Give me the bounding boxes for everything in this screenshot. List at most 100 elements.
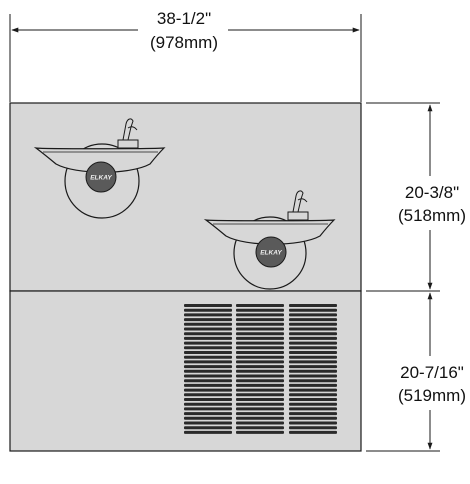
grille-slat (289, 332, 337, 336)
grille-slat (184, 327, 232, 331)
grille-slat (236, 393, 284, 397)
grille-slat (236, 308, 284, 312)
grille-slat (289, 412, 337, 416)
high-elkay-logo-icon (85, 161, 117, 193)
low-logo-text: ELKAY (260, 250, 282, 257)
grille-slat (289, 369, 337, 373)
grille-slat (184, 365, 232, 369)
grille-slat (289, 318, 337, 322)
grille-slat (184, 402, 232, 406)
low-fountain: ELKAY (203, 190, 336, 290)
grille-slat (289, 322, 337, 326)
grille-slat (184, 318, 232, 322)
grille-slat (184, 379, 232, 383)
grille-slat (184, 369, 232, 373)
grille-slat (289, 308, 337, 312)
grille-slat (184, 407, 232, 411)
grille-slat (236, 351, 284, 354)
grille-slat (184, 308, 232, 312)
low-elkay-logo-icon (255, 236, 287, 268)
low-bubbler (287, 190, 309, 221)
lower-height-metric-label: (519mm) (398, 386, 466, 405)
grille-slat (289, 346, 337, 350)
grille-slat (289, 402, 337, 406)
lower-height-imperial-label: 20-7/16" (400, 363, 464, 382)
grille-slat (289, 398, 337, 401)
grille-column (236, 304, 284, 434)
grille-slat (184, 388, 232, 392)
grille-slat (289, 421, 337, 425)
grille-slat (236, 379, 284, 383)
grille-slat (289, 383, 337, 387)
grille-slat (236, 412, 284, 416)
grille-slat (289, 327, 337, 331)
grille-slat (236, 332, 284, 336)
grille-slat (184, 355, 232, 359)
grille-slat (289, 393, 337, 397)
grille-slat (289, 426, 337, 430)
grille-slat (236, 318, 284, 322)
grille-slat (289, 388, 337, 392)
grille-slat (184, 412, 232, 416)
grille-slat (236, 360, 284, 364)
grille-slat (184, 313, 232, 317)
grille-slat (184, 360, 232, 364)
grille-slat (236, 374, 284, 378)
grille-slat (289, 365, 337, 369)
grille-slat (236, 365, 284, 369)
grille-slat (184, 322, 232, 326)
grille-slat (236, 407, 284, 411)
grille-slat (289, 355, 337, 359)
grille-slat (289, 379, 337, 383)
grille-slat (184, 304, 232, 307)
upper-height-metric-label: (518mm) (398, 206, 466, 225)
grille-slat (289, 407, 337, 411)
grille-slat (236, 355, 284, 359)
grille-slat (184, 336, 232, 340)
grille-slat (236, 369, 284, 373)
high-logo-text: ELKAY (90, 175, 112, 182)
width-metric-label: (978mm) (150, 33, 218, 52)
grille-column (289, 304, 337, 434)
grille-slat (289, 430, 337, 434)
grille-slat (184, 398, 232, 401)
grille-slat (184, 346, 232, 350)
grille-slat (184, 351, 232, 354)
grille-slat (184, 393, 232, 397)
grille-slat (184, 416, 232, 420)
high-basin (33, 147, 166, 173)
grille-slat (236, 416, 284, 420)
grille-slat (184, 332, 232, 336)
grille-slat (236, 426, 284, 430)
grille-slat (184, 383, 232, 387)
grille-slat (184, 430, 232, 434)
grille-slat (236, 421, 284, 425)
grille-slat (289, 416, 337, 420)
width-imperial-label: 38-1/2" (157, 9, 211, 28)
grille-column (184, 304, 232, 434)
high-fountain: ELKAY (33, 118, 166, 219)
low-basin (203, 219, 336, 245)
grille-slat (236, 383, 284, 387)
grille-slat (289, 336, 337, 340)
grille-slat (236, 304, 284, 307)
grille-slat (289, 374, 337, 378)
grille-slat (184, 426, 232, 430)
grille-slat (184, 374, 232, 378)
grille-slat (184, 421, 232, 425)
height-dimensions: 20-3/8" (518mm) 20-7/16" (519mm) (366, 102, 466, 452)
width-dimension: 38-1/2" (978mm) (9, 9, 362, 102)
grille-slat (236, 313, 284, 317)
grille-slat (236, 402, 284, 406)
upper-panel (9, 102, 362, 292)
grille-slat (236, 327, 284, 331)
grille-slat (236, 322, 284, 326)
grille-slat (289, 304, 337, 307)
upper-height-imperial-label: 20-3/8" (405, 183, 459, 202)
grille-slat (289, 313, 337, 317)
grille-slat (289, 341, 337, 345)
grille-slat (236, 346, 284, 350)
grille-slat (236, 398, 284, 401)
high-bubbler (117, 118, 139, 149)
